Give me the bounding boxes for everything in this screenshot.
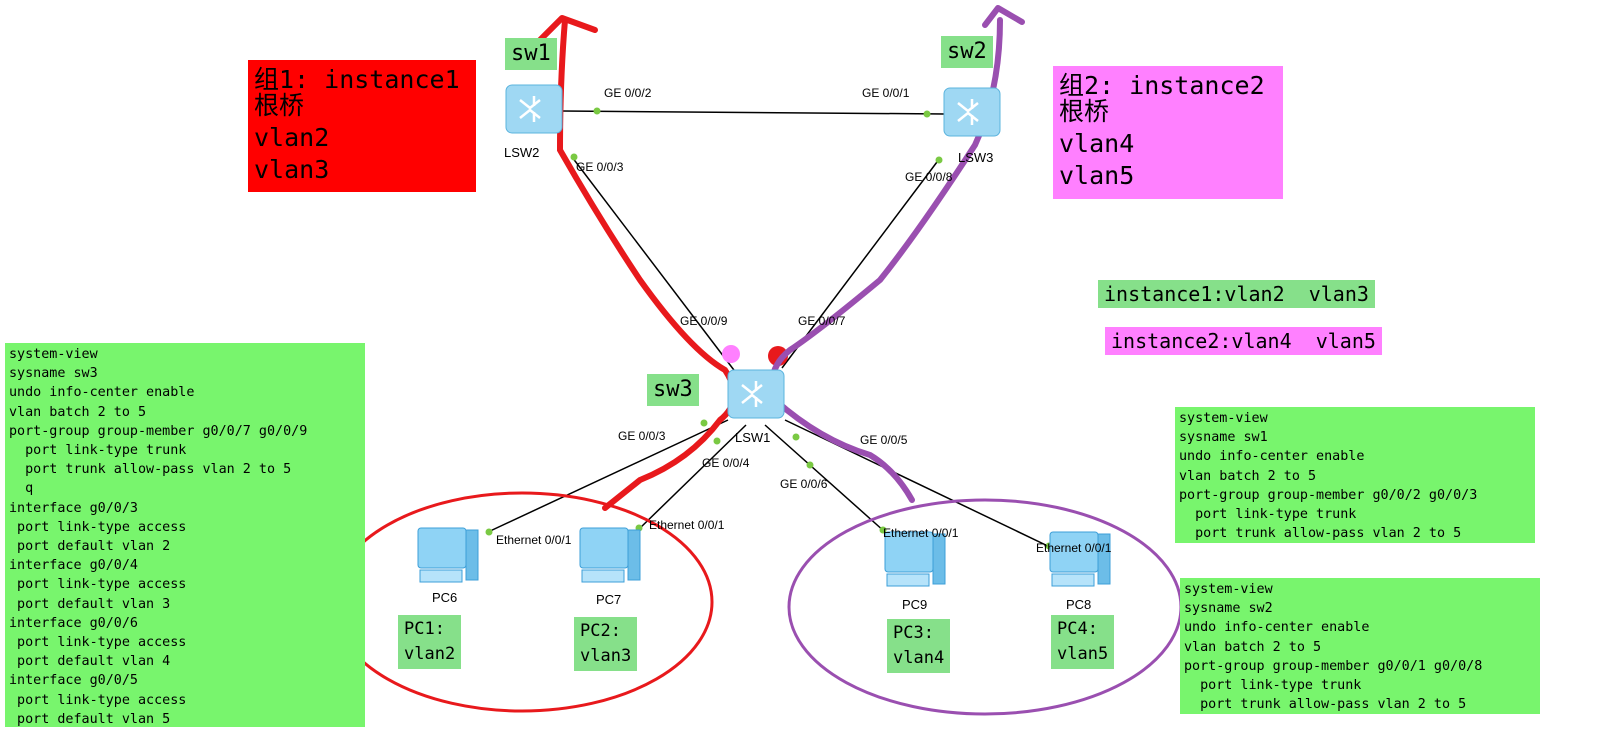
pc-icon-pc9 [884, 531, 946, 587]
pc7-name: PC7 [596, 592, 622, 607]
port-sw1-ge003: GE 0/0/3 [576, 160, 624, 174]
port-pc8-eth: Ethernet 0/0/1 [1036, 541, 1112, 555]
group2-line2: 根桥 [1059, 97, 1110, 126]
pc1-vlan-tag: PC1: vlan2 [398, 615, 462, 669]
port-sw3-ge009: GE 0/0/9 [680, 314, 728, 328]
instance2-label: instance2:vlan4 vlan5 [1105, 327, 1382, 355]
link-sw1-sw3 [571, 156, 741, 379]
instance2-path [769, 17, 1003, 503]
group1-line3: vlan2 [254, 123, 330, 152]
instance1-path [556, 17, 737, 511]
group2-ellipse [787, 498, 1183, 716]
pc9-name: PC9 [902, 597, 928, 612]
sw2-config: system-view sysname sw2 undo info-center… [1180, 578, 1540, 714]
pc2-vlan-tag: PC2: vlan3 [574, 617, 638, 671]
port-sw3-ge007: GE 0/0/7 [798, 314, 846, 328]
link-sw2-sw3 [781, 157, 941, 369]
group2-line4: vlan5 [1059, 161, 1135, 190]
lsw1-name: LSW1 [735, 430, 771, 445]
link-sw3-pc6 [487, 419, 729, 533]
group2-line3: vlan4 [1059, 129, 1135, 158]
pc6-name: PC6 [432, 590, 458, 605]
port-sw2-ge008: GE 0/0/8 [905, 170, 953, 184]
group1-line2: 根桥 [254, 91, 305, 120]
switch-icon-lsw1 [727, 369, 785, 419]
pc3-vlan-tag: PC3: vlan4 [887, 619, 951, 673]
group1-line1: 组1: instance1 [254, 65, 460, 94]
port-sw3-ge006: GE 0/0/6 [780, 477, 828, 491]
lsw3-name: LSW3 [958, 150, 994, 165]
switch-icon-lsw2 [505, 84, 563, 134]
link-sw1-sw2 [561, 110, 946, 115]
port-sw2-ge001: GE 0/0/1 [862, 86, 910, 100]
port-sw3-ge004: GE 0/0/4 [702, 456, 750, 470]
sw3-config: system-view sysname sw3 undo info-center… [5, 343, 365, 727]
sw3-tag: sw3 [647, 374, 699, 406]
sw2-tag: sw2 [941, 36, 993, 68]
lsw2-name: LSW2 [504, 145, 540, 160]
port-pc9-eth: Ethernet 0/0/1 [883, 526, 959, 540]
port-sw1-ge002: GE 0/0/2 [604, 86, 652, 100]
link-sw3-pc9 [764, 424, 886, 533]
group2-line1: 组2: instance2 [1059, 71, 1265, 100]
group1-line4: vlan3 [254, 155, 330, 184]
pc-icon-pc6 [417, 527, 479, 583]
group1-box: 组1: instance1 根桥 vlan2 vlan3 [248, 60, 476, 192]
instance1-arrow [537, 15, 598, 43]
port-sw3-ge003: GE 0/0/3 [618, 429, 666, 443]
port-pc6-eth: Ethernet 0/0/1 [496, 533, 572, 547]
instance1-label: instance1:vlan2 vlan3 [1098, 280, 1375, 308]
port-sw3-ge005: GE 0/0/5 [860, 433, 908, 447]
pc-icon-pc7 [579, 527, 641, 583]
sw1-config: system-view sysname sw1 undo info-center… [1175, 407, 1535, 543]
sw1-tag: sw1 [505, 38, 557, 70]
port-pc7-eth: Ethernet 0/0/1 [649, 518, 725, 532]
pc4-vlan-tag: PC4: vlan5 [1051, 615, 1115, 669]
pc8-name: PC8 [1066, 597, 1092, 612]
pc-icon-pc8 [1049, 531, 1111, 587]
link-sw3-pc7 [637, 424, 747, 531]
blocked-port-marker-pink [722, 345, 740, 363]
switch-icon-lsw3 [943, 87, 1001, 137]
group2-box: 组2: instance2 根桥 vlan4 vlan5 [1053, 66, 1283, 199]
instance2-arrow [982, 5, 1025, 28]
